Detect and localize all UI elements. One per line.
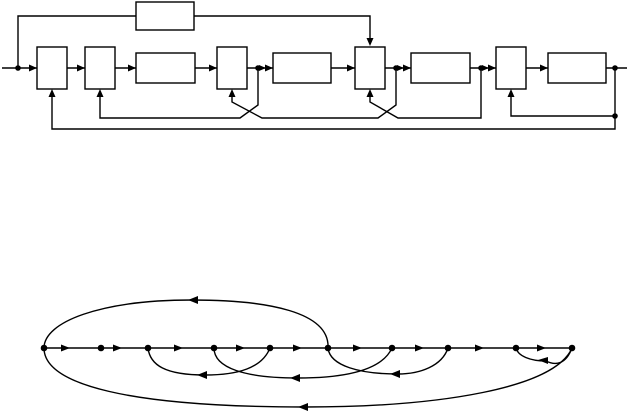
signal-flow-graph [40,296,576,411]
block-diagram [2,1,627,130]
outer-feedback-line [51,68,616,130]
sfg-node [266,344,274,352]
summing-junction-5 [495,46,527,90]
summing-junction-2 [84,46,116,90]
sfg-node [444,344,452,352]
feedback-loop-2 [99,68,259,119]
sfg-node [568,344,576,352]
transfer-block-4 [547,52,607,84]
summing-junction-1 [36,46,68,90]
sfg-node [40,344,48,352]
sfg-loop-top [43,299,329,349]
block-diagram-arrowheads [29,38,548,97]
sfg-node [144,344,152,352]
sfg-loop-1 [147,347,271,376]
summing-junction-3 [216,46,248,90]
sfg-forward-arrowheads [61,344,546,352]
sfg-loop-arrowheads [188,296,548,411]
sfg-loop-3 [327,347,449,375]
feedback-loop-4 [369,68,482,119]
sfg-nodes [40,344,576,352]
transfer-block-1 [135,52,196,84]
sfg-node [324,344,332,352]
feedforward-block [135,1,195,31]
transfer-block-3 [410,52,471,84]
sfg-node [388,344,396,352]
feedback-loop-3 [231,68,397,119]
sfg-node [512,344,520,352]
sfg-node [97,344,105,352]
feedforward-output-line [194,15,371,44]
sfg-loop-2 [213,347,393,379]
summing-junction-4 [354,46,386,90]
transfer-block-2 [272,52,332,84]
sfg-node [210,344,218,352]
feedforward-input-line [17,15,136,68]
feedback-loop-5 [510,92,615,117]
